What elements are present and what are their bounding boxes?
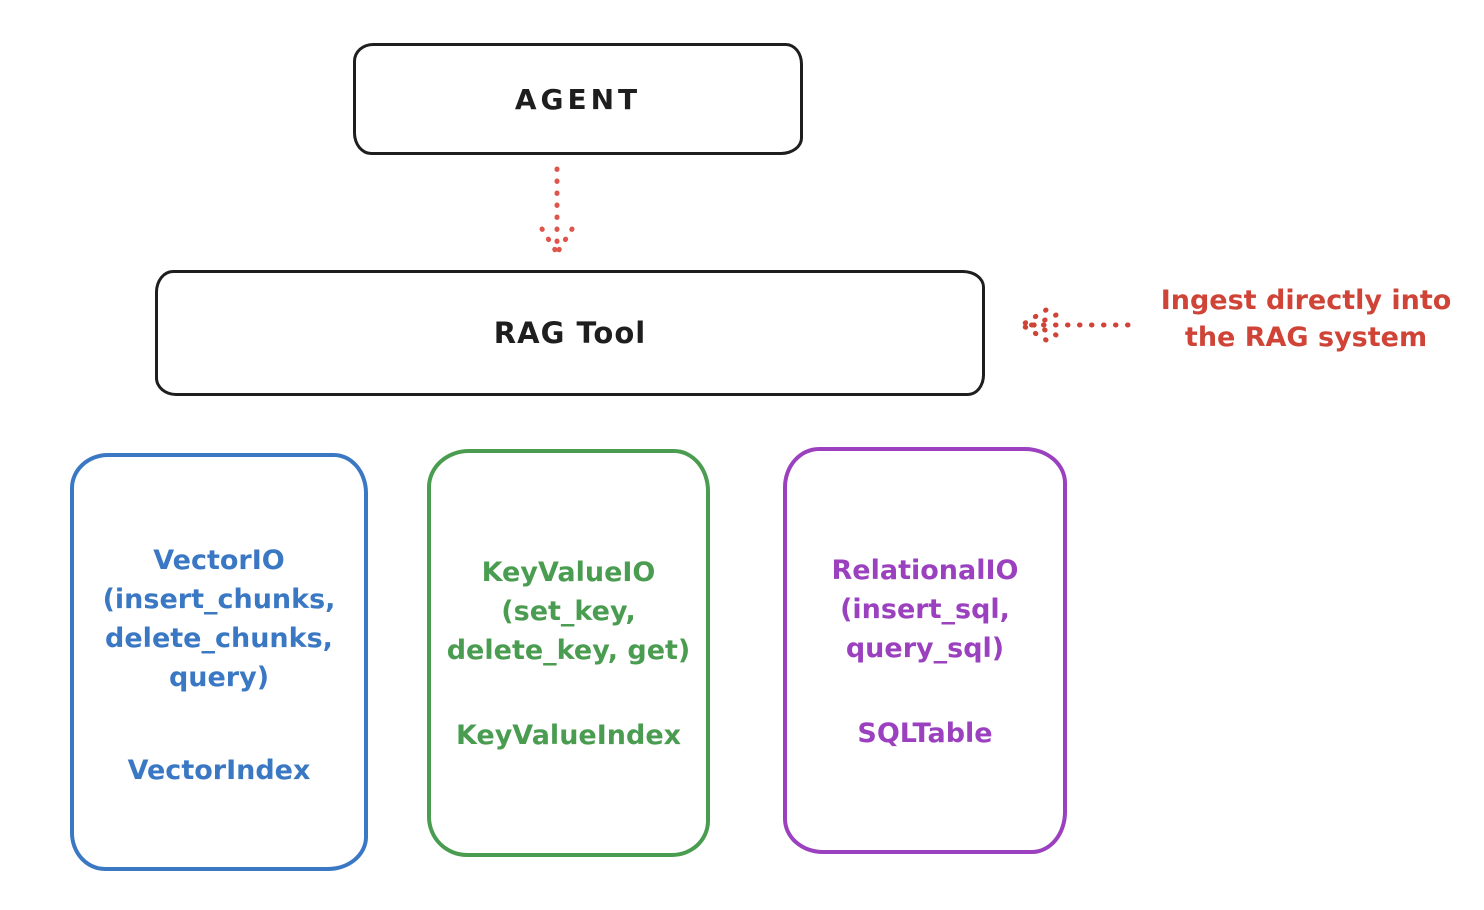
rag-tool-box: RAG Tool [155,270,985,396]
ingest-annotation: Ingest directly into the RAG system [1160,285,1452,353]
keyvalue-io-card: KeyValueIO (set_key, delete_key, get) Ke… [427,449,710,857]
rag-tool-label: RAG Tool [493,316,647,350]
sql-table-label: SQLTable [857,718,993,749]
agent-to-rag-arrow-icon [539,166,575,256]
vector-io-title: VectorIO (insert_chunks, delete_chunks, … [102,545,336,693]
keyvalue-io-title: KeyValueIO (set_key, delete_key, get) [446,557,691,666]
keyvalue-index-label: KeyValueIndex [455,720,682,751]
relational-io-title: RelationalIO (insert_sql, query_sql) [831,555,1019,664]
agent-box: AGENT [353,43,803,155]
relational-io-card: RelationalIO (insert_sql, query_sql) SQL… [783,447,1067,854]
ingest-arrow-icon [1019,307,1131,343]
vector-io-card: VectorIO (insert_chunks, delete_chunks, … [70,453,368,871]
agent-label: AGENT [514,82,642,116]
vector-index-label: VectorIndex [127,755,311,786]
